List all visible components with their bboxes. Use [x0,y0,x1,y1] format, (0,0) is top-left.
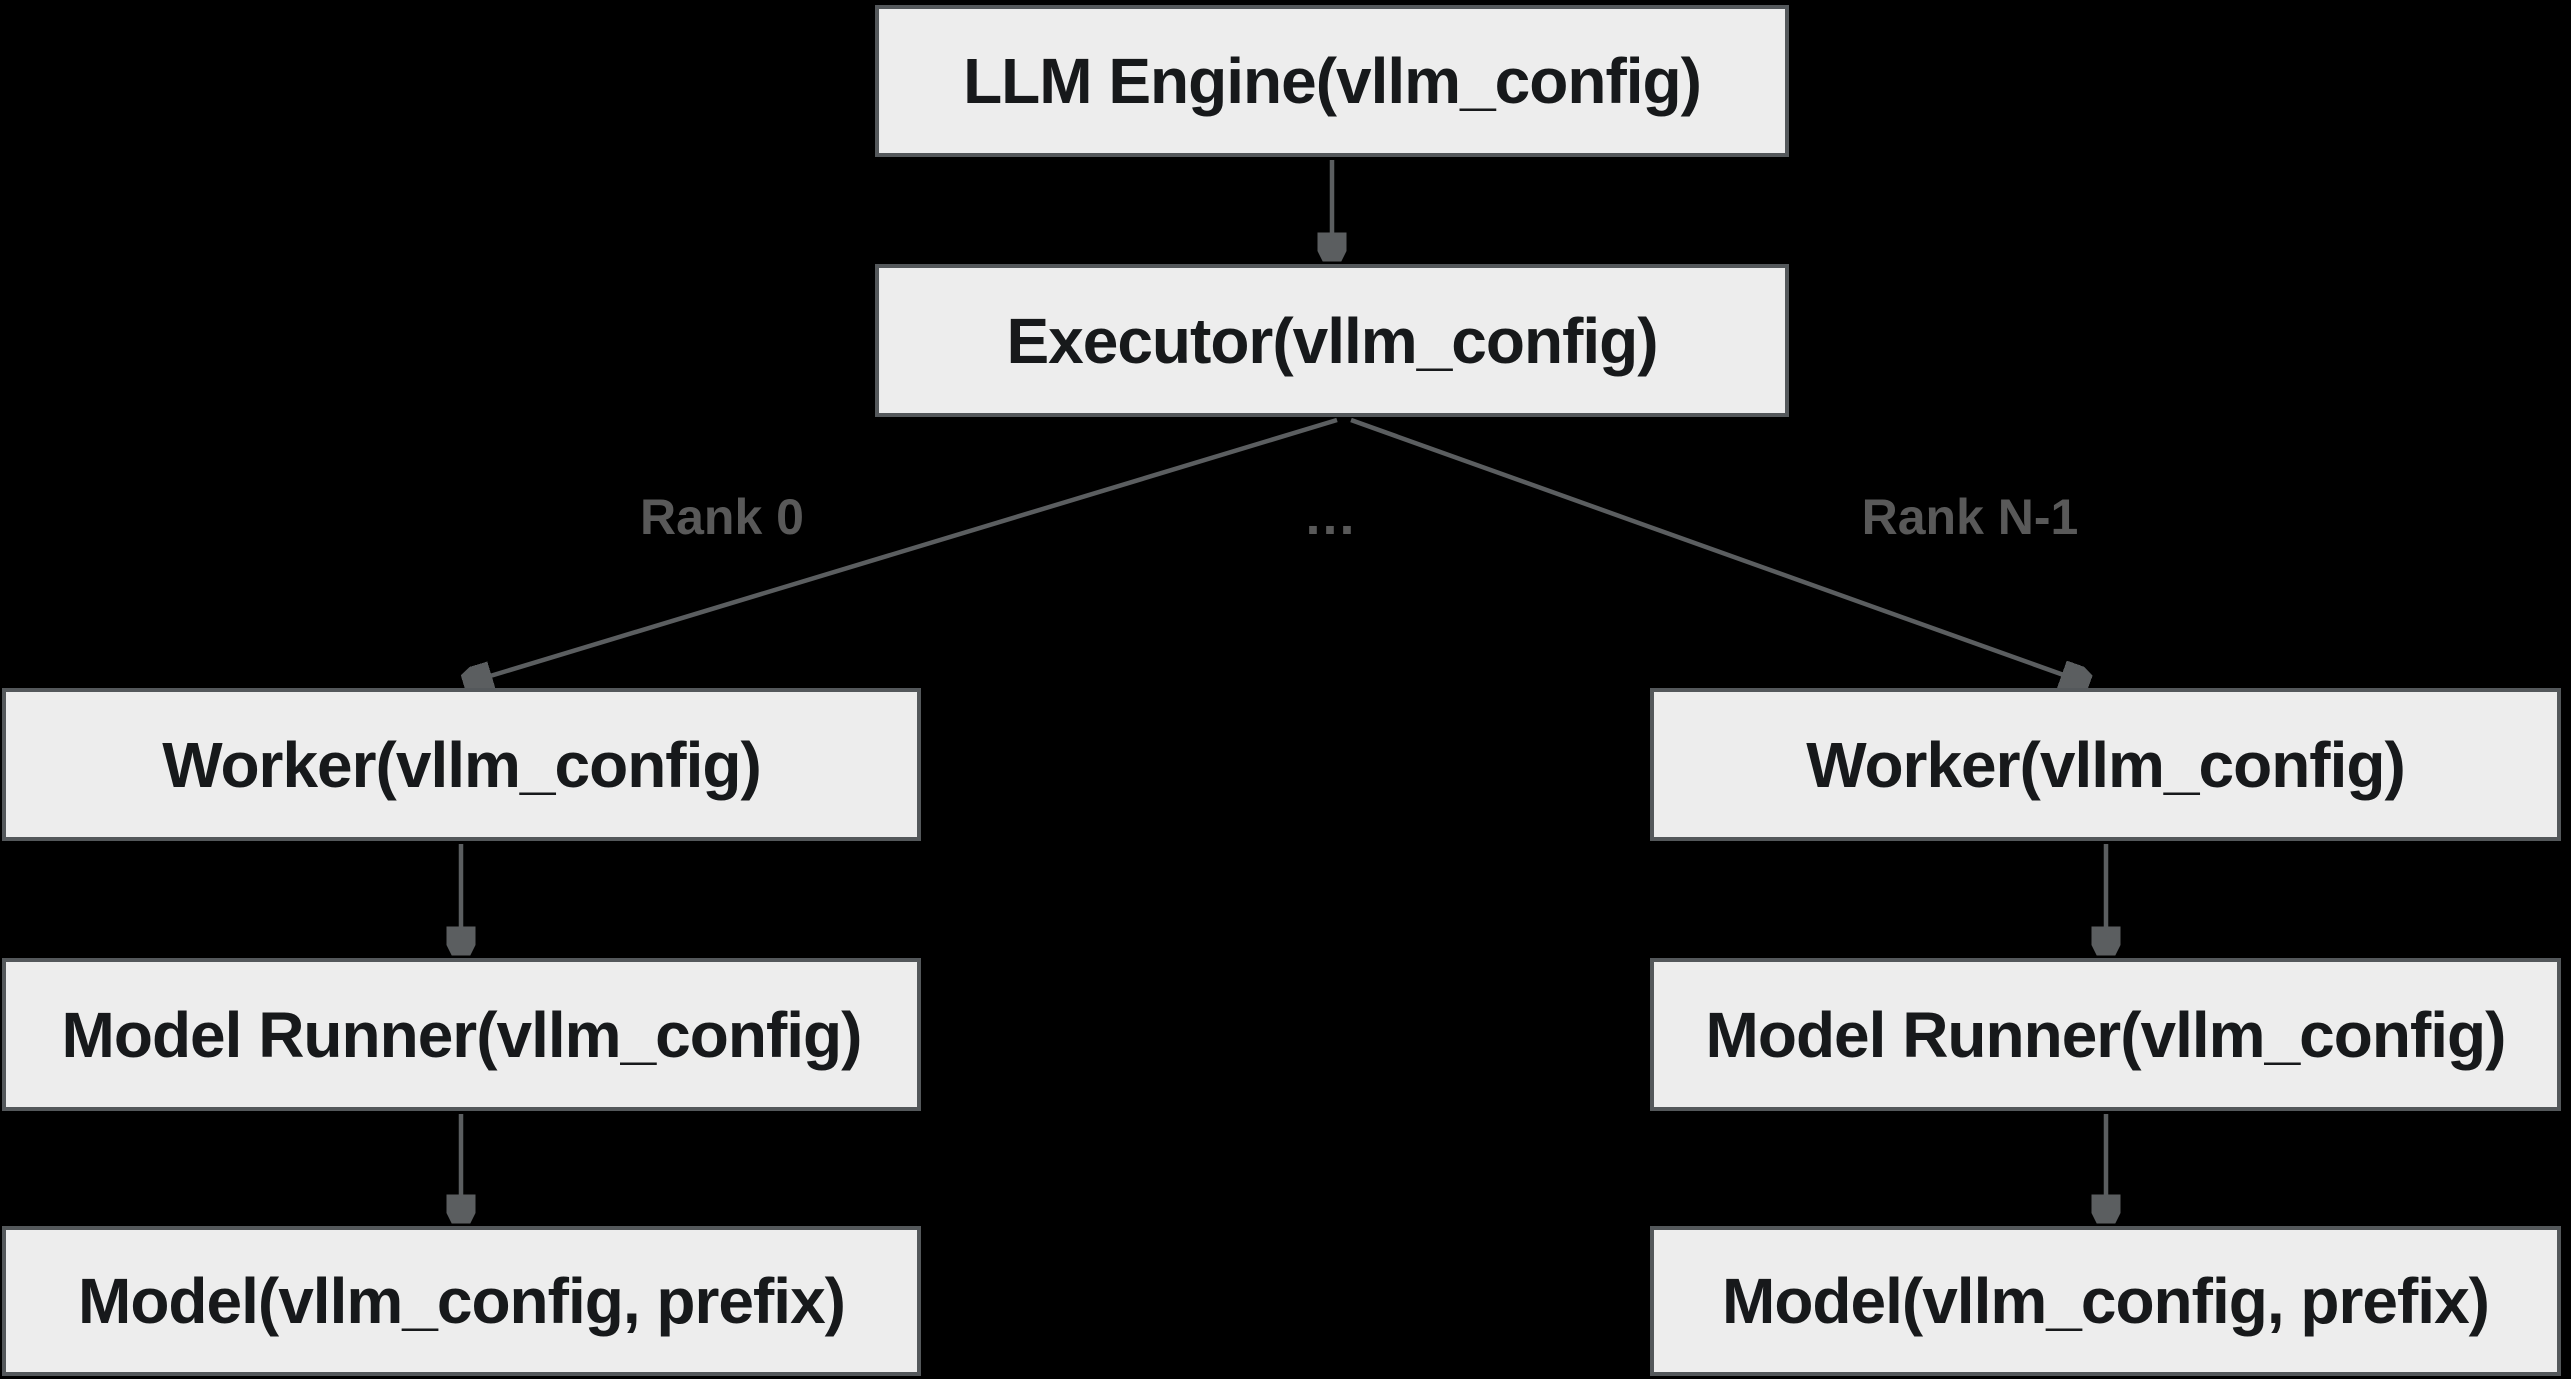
edge-executor-to-worker-right [1350,417,2086,683]
node-llm-engine-label: LLM Engine(vllm_config) [963,45,1702,117]
node-model-runner-rank0: Model Runner(vllm_config) [2,958,921,1111]
node-model-runner-rank0-label: Model Runner(vllm_config) [61,998,863,1071]
node-worker-rankn-label: Worker(vllm_config) [1806,728,2406,801]
node-model-rank0-label: Model(vllm_config, prefix) [78,1265,846,1337]
node-worker-rank0: Worker(vllm_config) [2,688,921,841]
node-model-rankn-label: Model(vllm_config, prefix) [1722,1265,2490,1337]
node-llm-engine: LLM Engine(vllm_config) [875,5,1789,157]
edge-executor-to-worker-left [467,417,1338,683]
node-model-runner-rankn: Model Runner(vllm_config) [1650,958,2561,1111]
node-worker-rank0-label: Worker(vllm_config) [162,728,762,801]
edge-label-ellipsis: ... [1305,486,1357,546]
node-worker-rankn: Worker(vllm_config) [1650,688,2561,841]
node-model-rank0: Model(vllm_config, prefix) [2,1226,921,1376]
edge-label-rank-n-1: Rank N-1 [1861,489,2079,545]
node-model-runner-rankn-label: Model Runner(vllm_config) [1705,998,2507,1071]
node-model-rankn: Model(vllm_config, prefix) [1650,1226,2561,1376]
node-executor-label: Executor(vllm_config) [1006,304,1658,377]
node-executor: Executor(vllm_config) [875,264,1789,417]
edge-label-rank-0: Rank 0 [640,489,804,545]
